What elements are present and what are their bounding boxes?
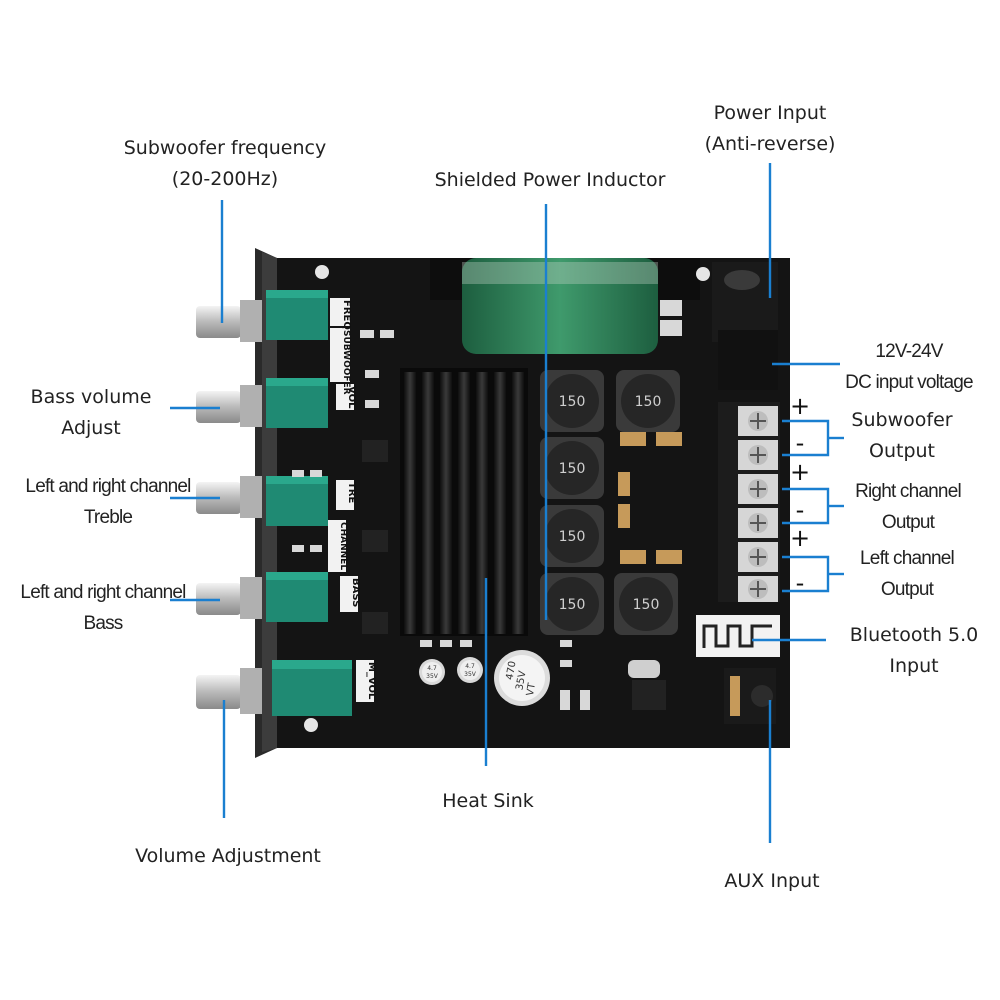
polarity-sign: +: [790, 392, 810, 420]
knob-sub-vol-icon: [196, 385, 262, 427]
label-line: Left channel: [860, 548, 955, 569]
pot-silk-label: BASS: [350, 578, 361, 607]
terminal-block: [718, 402, 780, 602]
inductor-value: 150: [559, 597, 586, 613]
small-capacitors: 4.7 35V 4.7 35V: [419, 657, 483, 685]
label-line: Output: [880, 579, 934, 600]
inductor-1: 150: [540, 370, 604, 432]
label-line: Shielded Power Inductor: [434, 169, 666, 191]
annotation-lines: [170, 163, 844, 843]
label-line: Bass: [83, 613, 123, 634]
inductor-3: 150: [540, 437, 604, 499]
label-power-input: Power Input (Anti-reverse): [696, 98, 844, 160]
polarity-sign: -: [796, 569, 805, 597]
pot-silk-label: M_VOL: [366, 662, 377, 700]
label-aux-input: AUX Input: [706, 866, 838, 897]
label-line: Heat Sink: [442, 790, 534, 812]
smd-components: [292, 300, 682, 710]
polarity-sign: +: [790, 524, 810, 552]
knobs: [196, 300, 262, 714]
label-line: (Anti-reverse): [704, 133, 836, 155]
label-line: 12V-24V: [875, 341, 943, 362]
label-line: Bass volume: [30, 386, 152, 408]
pot-silk-label: FREQ: [341, 300, 352, 330]
pot-silk-label: SUBWOOFER: [341, 330, 351, 395]
polarity-sign: +: [790, 458, 810, 486]
pot-silk-label: CHANNEL: [338, 522, 348, 570]
knob-freq-icon: [196, 300, 262, 342]
label-line: AUX Input: [724, 870, 820, 892]
label-line: Power Input: [713, 102, 827, 124]
small-cap-text: 35V: [464, 671, 477, 678]
main-capacitor: 470 35V VT: [494, 650, 550, 706]
polarity-sign: -: [796, 429, 805, 457]
label-left-output: Left channel Output: [850, 543, 964, 605]
label-line: Output: [869, 440, 935, 462]
knob-bass-icon: [196, 577, 262, 619]
label-line: Left and right channel: [25, 476, 191, 497]
power-jack: [712, 262, 778, 390]
label-line: Subwoofer frequency: [123, 137, 327, 159]
knob-treble-icon: [196, 476, 262, 518]
label-line: Treble: [83, 507, 133, 528]
capacitor-text: 35V: [514, 670, 528, 691]
capacitor-text: 470: [504, 660, 518, 681]
small-cap-text: 35V: [426, 673, 439, 680]
inductor-4: 150: [540, 505, 604, 567]
label-right-output: Right channel Output: [846, 476, 970, 538]
inductor-value: 150: [559, 461, 586, 477]
capacitor-text: VT: [525, 681, 538, 697]
inductor-2: 150: [616, 370, 680, 432]
inductor-value: 150: [559, 529, 586, 545]
label-treble: Left and right channel Treble: [16, 471, 200, 533]
aux-jack: [724, 668, 776, 724]
label-line: Bluetooth 5.0: [849, 624, 979, 646]
label-bluetooth: Bluetooth 5.0 Input: [836, 620, 992, 682]
pot-silkscreen: FREQ SUBWOOFER VOL TRE CHANNEL BASS M_VO…: [328, 298, 377, 702]
potentiometers: [266, 290, 352, 716]
inductors: 150 150 150 150 150 150: [540, 370, 680, 635]
inductor-value: 150: [635, 394, 662, 410]
label-subwoofer-frequency: Subwoofer frequency (20-200Hz): [112, 133, 338, 195]
polarity-signs: + - + - + -: [790, 392, 810, 597]
heat-sink: [400, 368, 528, 636]
pot-silk-label: TRE: [346, 482, 357, 504]
label-bass-volume: Bass volume Adjust: [20, 382, 162, 444]
label-subwoofer-output: Subwoofer Output: [846, 405, 958, 467]
inductor-5: 150: [540, 573, 604, 635]
inductor-value: 150: [559, 394, 586, 410]
bulk-capacitor: [462, 258, 658, 354]
small-cap-text: 4.7: [465, 663, 475, 670]
label-heat-sink: Heat Sink: [426, 786, 550, 817]
inductor-6: 150: [614, 573, 678, 635]
small-cap-text: 4.7: [427, 665, 437, 672]
bluetooth-module: [696, 615, 780, 657]
label-line: Left and right channel: [20, 582, 186, 603]
pot-silk-label: VOL: [346, 386, 357, 409]
label-line: Output: [881, 512, 935, 533]
inductor-value: 150: [633, 597, 660, 613]
label-line: Input: [889, 655, 939, 677]
label-line: Subwoofer: [851, 409, 953, 431]
label-inductor: Shielded Power Inductor: [422, 165, 678, 196]
label-line: (20-200Hz): [171, 168, 279, 190]
label-line: Right channel: [855, 481, 962, 502]
label-line: DC input voltage: [845, 372, 973, 393]
label-volume: Volume Adjustment: [124, 841, 332, 872]
polarity-sign: -: [796, 496, 805, 524]
label-line: Volume Adjustment: [135, 845, 321, 867]
label-bass: Left and right channel Bass: [14, 577, 192, 639]
knob-volume-icon: [196, 668, 262, 714]
label-line: Adjust: [61, 417, 121, 439]
label-dc-input: 12V-24V DC input voltage: [836, 336, 982, 398]
